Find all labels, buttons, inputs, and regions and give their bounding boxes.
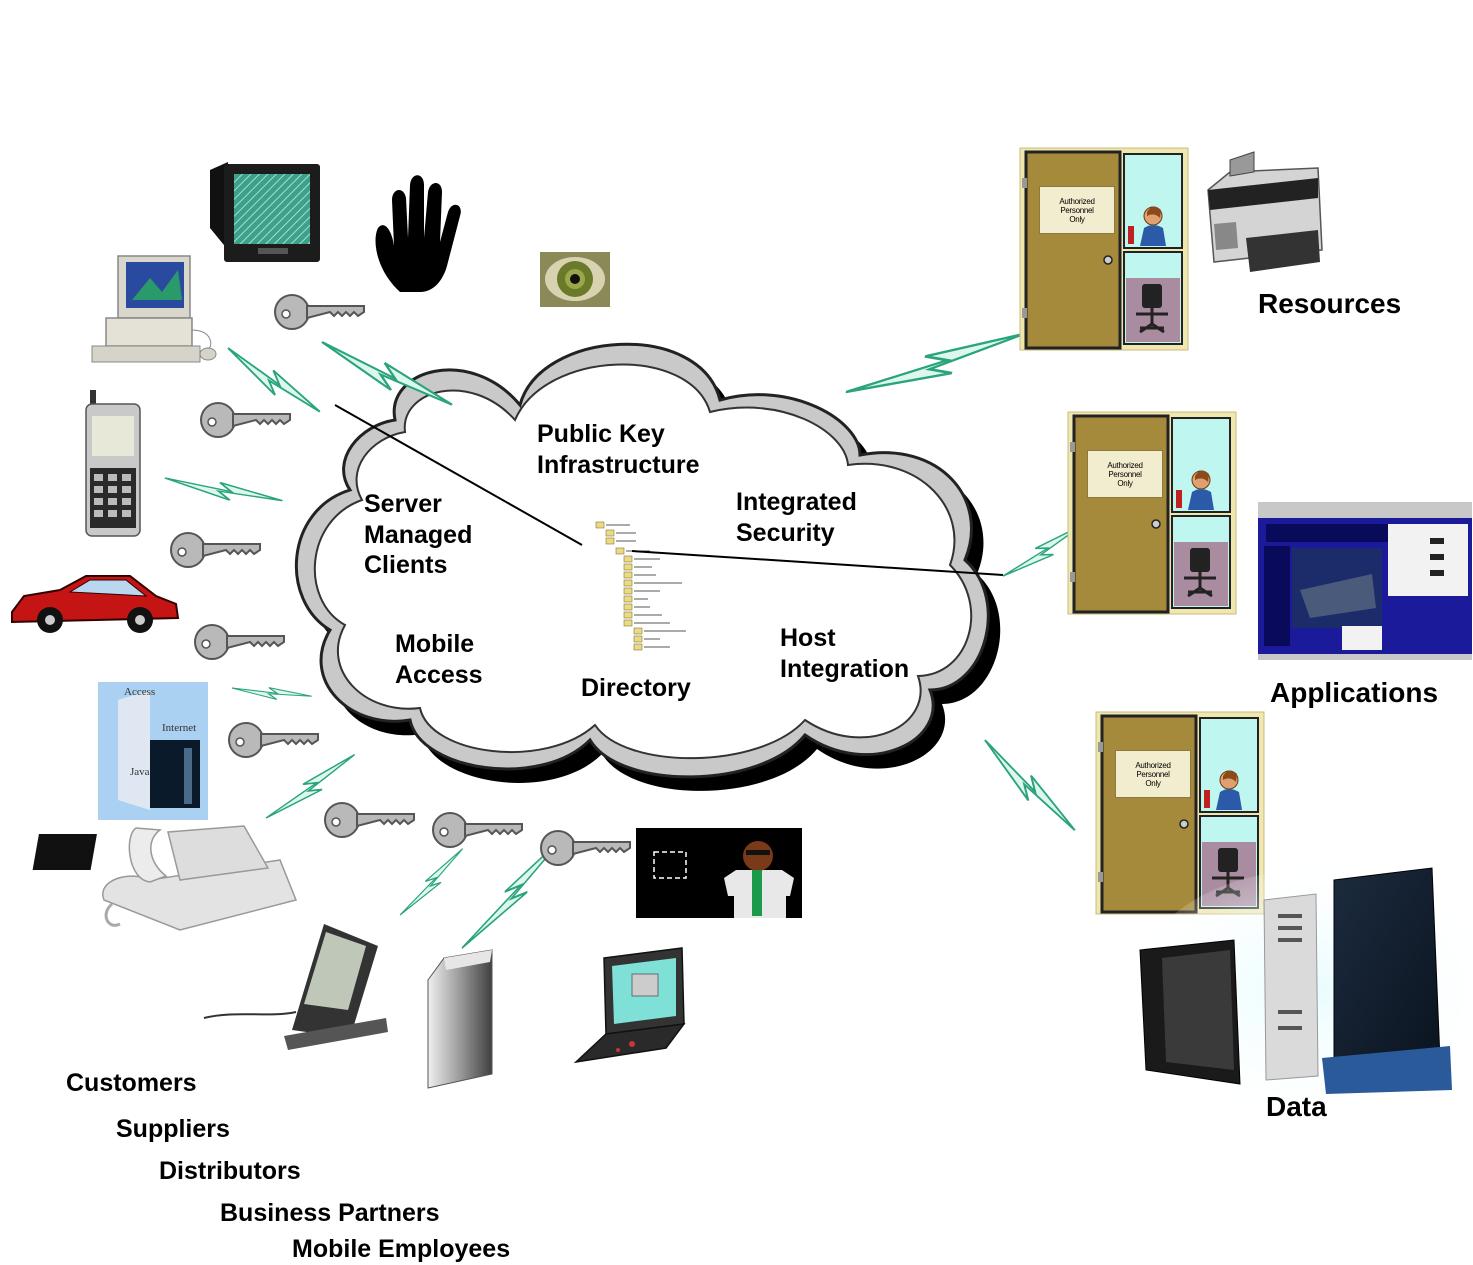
printer-icon (1207, 151, 1323, 272)
connector-line (334, 404, 583, 546)
label-server-managed-clients: Server Managed Clients (364, 490, 473, 579)
kiosk-label-access: Access (124, 686, 156, 698)
label-suppliers: Suppliers (116, 1115, 230, 1143)
label-mobile-employees: Mobile Employees (292, 1235, 511, 1263)
directory-tree-icon (595, 521, 686, 651)
car-icon (11, 575, 180, 633)
label-data: Data (1266, 1091, 1327, 1122)
tv-monitor-icon (210, 162, 320, 262)
presenter-icon (636, 828, 802, 918)
label-integrated-security: Integrated Security (736, 488, 857, 547)
hand-biometric-icon (375, 175, 461, 292)
eye-iris-icon (540, 252, 610, 307)
desktop-computer-icon (91, 255, 217, 363)
door-sign: Authorized Personnel Only (1115, 750, 1191, 798)
tower-server-icon (427, 949, 493, 1089)
label-host-integration: Host Integration (780, 624, 910, 683)
label-customers: Customers (66, 1069, 197, 1097)
label-resources: Resources (1258, 288, 1402, 319)
cloud (294, 342, 1001, 791)
label-directory: Directory (581, 674, 691, 702)
kiosk-label-java: Java (130, 766, 150, 778)
cell-phone-icon (85, 390, 141, 537)
laptop-icon (573, 947, 686, 1064)
browser-window-icon (1258, 502, 1472, 660)
kiosk-icon (98, 682, 208, 820)
kiosk-label-internet: Internet (162, 722, 197, 734)
pda-icon (202, 924, 398, 1058)
label-business-partners: Business Partners (220, 1199, 440, 1227)
door-icon (1018, 146, 1266, 916)
door-sign: Authorized Personnel Only (1087, 450, 1163, 498)
desk-phone-icon (32, 825, 298, 931)
label-mobile-access: Mobile Access (395, 630, 483, 689)
connector-line (631, 550, 1004, 576)
mainframe-icon (1135, 867, 1473, 1110)
label-public-key-infrastructure: Public Key Infrastructure (537, 420, 700, 479)
label-distributors: Distributors (159, 1157, 301, 1185)
door-sign: Authorized Personnel Only (1039, 186, 1115, 234)
label-applications: Applications (1270, 677, 1439, 708)
